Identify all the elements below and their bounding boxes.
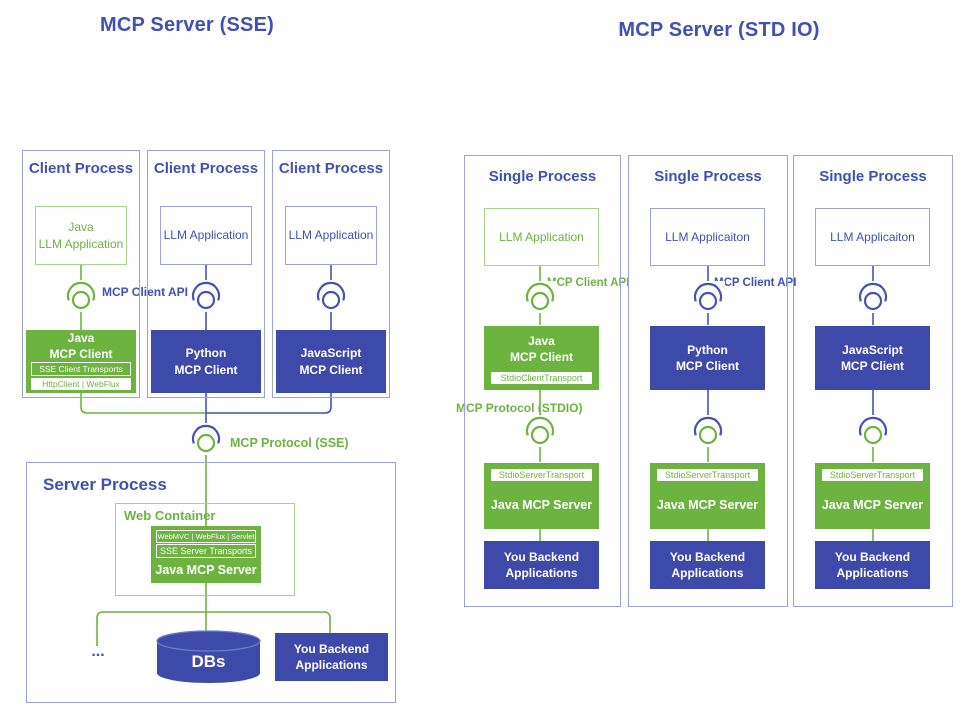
- java-llm-application-node: Java LLM Application: [35, 206, 127, 265]
- single-process-3: Single Process LLM Applicaiton JavaScrip…: [793, 155, 953, 607]
- server-process: Server Process Web Container WebMVC | We…: [26, 462, 396, 703]
- sse-server-transports-bar: SSE Server Transports: [156, 544, 256, 558]
- client-process-1-title: Client Process: [28, 160, 134, 177]
- mcp-connector-icon-r1-bottom: [523, 415, 557, 447]
- java-mcp-client-node: Java MCP Client SSE Client Transports Ht…: [26, 330, 136, 393]
- java-mcp-client-label: Java MCP Client: [49, 331, 113, 362]
- llm-application-node-3: LLM Application: [285, 206, 377, 265]
- mcp-client-api-label-r2: MCP Client API: [714, 277, 797, 289]
- single-process-1: Single Process LLM Application Java MCP …: [464, 155, 621, 607]
- java-mcp-server-label-r1: Java MCP Server: [490, 497, 593, 512]
- mcp-protocol-sse-label: MCP Protocol (SSE): [230, 436, 349, 450]
- database-cylinder-icon: [156, 630, 261, 683]
- mcp-connector-icon-l2: [189, 280, 223, 312]
- java-mcp-server-node-r1: StdioServerTransport Java MCP Server: [484, 463, 599, 529]
- java-mcp-server-node-r2: StdioServerTransport Java MCP Server: [650, 463, 765, 529]
- web-container-title: Web Container: [124, 508, 216, 523]
- javascript-mcp-client-node-stdio: JavaScript MCP Client: [815, 326, 930, 390]
- mcp-connector-icon-r2-top: [691, 281, 725, 313]
- backend-applications-node-sse: You Backend Applications: [275, 633, 388, 681]
- web-container: Web Container: [115, 503, 295, 596]
- stdio-server-transport-bar-1: StdioServerTransport: [491, 469, 592, 481]
- mcp-connector-icon-l3: [314, 280, 348, 312]
- llm-application-node-r1: LLM Application: [484, 208, 599, 266]
- java-mcp-server-label-sse: Java MCP Server: [155, 563, 257, 578]
- stdio-client-transport-bar: StdioClientTransport: [491, 372, 592, 384]
- httpclient-webflux-bar: HttpClient | WebFlux: [31, 378, 131, 391]
- webmvc-webflux-servlet-bar: WebMVC | WebFlux | Servlet: [156, 530, 256, 543]
- python-mcp-client-node-stdio: Python MCP Client: [650, 326, 765, 390]
- llm-application-node-r3: LLM Applicaiton: [815, 208, 930, 266]
- java-mcp-server-label-r2: Java MCP Server: [656, 497, 759, 512]
- llm-application-node-2: LLM Application: [160, 206, 252, 265]
- java-mcp-server-node-r3: StdioServerTransport Java MCP Server: [815, 463, 930, 529]
- client-process-3-title: Client Process: [278, 160, 384, 177]
- java-mcp-client-node-stdio: Java MCP Client StdioClientTransport: [484, 326, 599, 390]
- sse-client-transports-bar: SSE Client Transports: [31, 362, 131, 377]
- backend-applications-node-r2: You Backend Applications: [650, 541, 765, 589]
- stdio-server-transport-bar-2: StdioServerTransport: [657, 469, 758, 481]
- single-process-2: Single Process LLM Applicaiton Python MC…: [628, 155, 788, 607]
- left-diagram-title: MCP Server (SSE): [99, 14, 274, 36]
- single-process-3-title: Single Process: [819, 168, 927, 185]
- client-process-2-title: Client Process: [153, 160, 259, 177]
- right-diagram-title: MCP Server (STD IO): [618, 19, 820, 41]
- python-mcp-client-node: Python MCP Client: [151, 330, 261, 393]
- backend-applications-node-r1: You Backend Applications: [484, 541, 599, 589]
- client-process-2: Client Process LLM Application Python MC…: [147, 150, 265, 398]
- mcp-client-api-label-r1: MCP Client API: [547, 277, 630, 289]
- dbs-label: DBs: [191, 652, 226, 671]
- java-mcp-server-node-sse: WebMVC | WebFlux | Servlet SSE Server Tr…: [151, 526, 261, 583]
- single-process-1-title: Single Process: [488, 168, 597, 185]
- more-targets-ellipsis: ...: [91, 643, 105, 660]
- mcp-connector-icon-r3-top: [856, 281, 890, 313]
- mcp-client-api-label-left: MCP Client API: [102, 285, 189, 299]
- dbs-cylinder: DBs: [155, 630, 262, 684]
- client-process-3: Client Process LLM Application JavaScrip…: [272, 150, 390, 398]
- server-process-title: Server Process: [43, 475, 167, 494]
- mcp-connector-icon-r3-bottom: [856, 415, 890, 447]
- llm-application-node-r2: LLM Applicaiton: [650, 208, 765, 266]
- backend-applications-node-r3: You Backend Applications: [815, 541, 930, 589]
- mcp-connector-icon-r1-top: [523, 281, 557, 313]
- client-process-1: Client Process Java LLM Application Java…: [22, 150, 140, 398]
- mcp-connector-icon-r2-bottom: [691, 415, 725, 447]
- stdio-server-transport-bar-3: StdioServerTransport: [822, 469, 923, 481]
- single-process-2-title: Single Process: [654, 168, 762, 185]
- mcp-connector-icon-protocol-sse: [189, 423, 223, 455]
- mcp-connector-icon-l1: [64, 280, 98, 312]
- javascript-mcp-client-node: JavaScript MCP Client: [276, 330, 386, 393]
- java-mcp-server-label-r3: Java MCP Server: [821, 497, 924, 512]
- java-mcp-client-label-stdio: Java MCP Client: [509, 333, 574, 364]
